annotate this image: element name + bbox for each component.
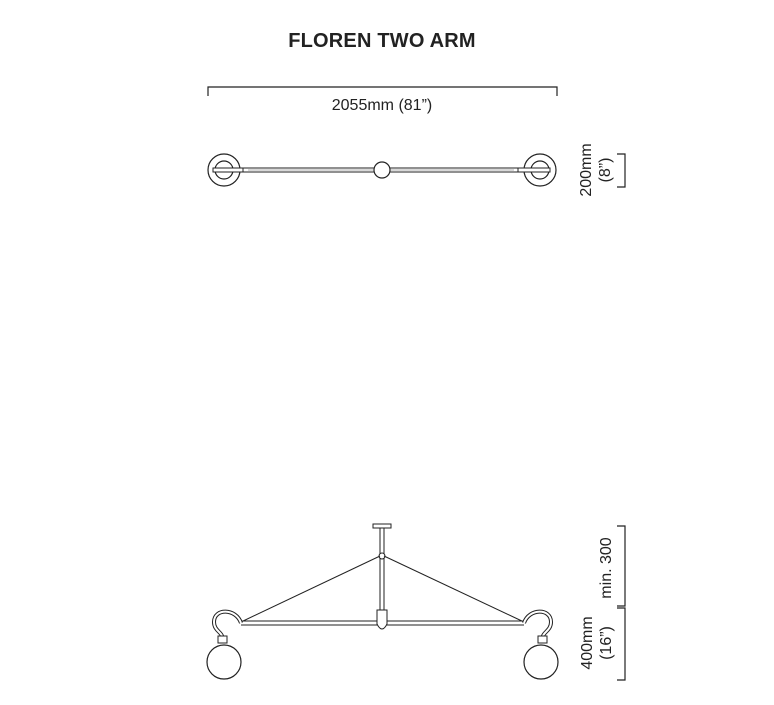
left-suspension-wire bbox=[240, 555, 381, 623]
height-dimension-line bbox=[617, 607, 626, 681]
width-dimension-label: 2055mm (81”) bbox=[332, 97, 432, 114]
right-ceiling-rose bbox=[517, 153, 557, 187]
height-label-mm: 400mm bbox=[579, 616, 596, 669]
right-suspension-wire bbox=[383, 555, 525, 623]
ceiling-canopy bbox=[372, 523, 392, 529]
downrod bbox=[379, 528, 385, 610]
center-finial bbox=[376, 609, 388, 630]
top-view: 2055mm (81”) 200mm (8”) bbox=[207, 86, 626, 197]
drop-label: min. 300 bbox=[598, 537, 615, 598]
depth-label-mm: 200mm bbox=[578, 143, 595, 196]
drop-dimension-line bbox=[617, 525, 626, 607]
width-dimension-line bbox=[207, 86, 558, 96]
front-view: min. 300 400mm (16”) bbox=[206, 523, 626, 681]
depth-label-in: (8”) bbox=[597, 158, 614, 183]
right-lamp bbox=[522, 609, 559, 680]
drawing-title: FLOREN TWO ARM bbox=[288, 30, 476, 52]
left-lamp bbox=[206, 609, 243, 680]
center-hub bbox=[373, 161, 391, 179]
height-label-in: (16”) bbox=[598, 626, 615, 660]
left-ceiling-rose bbox=[207, 153, 244, 187]
depth-dimension-line bbox=[617, 153, 626, 188]
